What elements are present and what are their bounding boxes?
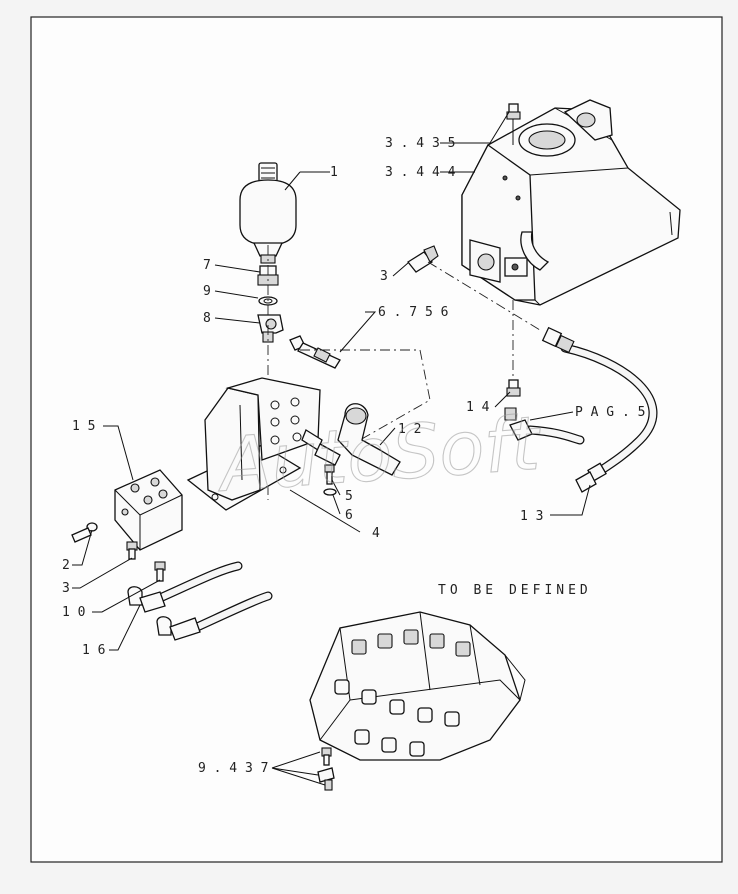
hydraulic-tank bbox=[461, 99, 681, 306]
elbow-fitting-tank bbox=[407, 245, 439, 273]
fitting-14 bbox=[506, 379, 521, 397]
callout-6-756: 6 . 7 5 6 bbox=[378, 305, 448, 320]
control-valve bbox=[309, 611, 526, 761]
fitting-3-block bbox=[126, 541, 138, 560]
callout-16: 1 6 bbox=[82, 643, 105, 658]
callout-pag-5: P A G . 5 bbox=[575, 405, 645, 420]
callout-3-block: 3 bbox=[62, 581, 70, 596]
callout-12: 1 2 bbox=[398, 422, 421, 437]
callout-1: 1 bbox=[330, 165, 338, 180]
callout-7: 7 bbox=[203, 258, 211, 273]
callout-13: 1 3 bbox=[520, 509, 543, 524]
hose-16 bbox=[127, 561, 273, 641]
to-be-defined-note: TO BE DEFINED bbox=[438, 583, 592, 598]
callout-9-437: 9 . 4 3 7 bbox=[198, 761, 268, 776]
callout-3-tank: 3 bbox=[380, 269, 388, 284]
callout-2: 2 bbox=[62, 558, 70, 573]
valve-block bbox=[114, 469, 183, 551]
centerline-tank bbox=[427, 261, 541, 380]
elbow-hose-fitting bbox=[301, 403, 401, 476]
hose-13 bbox=[541, 326, 658, 493]
bolt bbox=[289, 335, 341, 369]
callout-6: 6 bbox=[345, 508, 353, 523]
mounting-bracket bbox=[186, 377, 321, 511]
callout-4: 4 bbox=[372, 526, 380, 541]
callout-3-435: 3 . 4 3 5 bbox=[385, 136, 455, 151]
callout-5: 5 bbox=[345, 489, 353, 504]
hose-pag5 bbox=[504, 407, 585, 445]
fitting-10 bbox=[154, 561, 166, 582]
centerline-bolt bbox=[300, 349, 431, 441]
callout-9: 9 bbox=[203, 284, 211, 299]
small-bolt bbox=[324, 464, 335, 485]
callout-14: 1 4 bbox=[466, 400, 490, 415]
fittings-9437 bbox=[317, 747, 335, 791]
leader-lines bbox=[72, 111, 591, 786]
callout-8: 8 bbox=[203, 311, 211, 326]
callout-15: 1 5 bbox=[72, 419, 95, 434]
callout-3-444: 3 . 4 4 4 bbox=[385, 165, 456, 180]
small-washer bbox=[323, 488, 337, 496]
callout-10: 1 0 bbox=[62, 605, 85, 620]
